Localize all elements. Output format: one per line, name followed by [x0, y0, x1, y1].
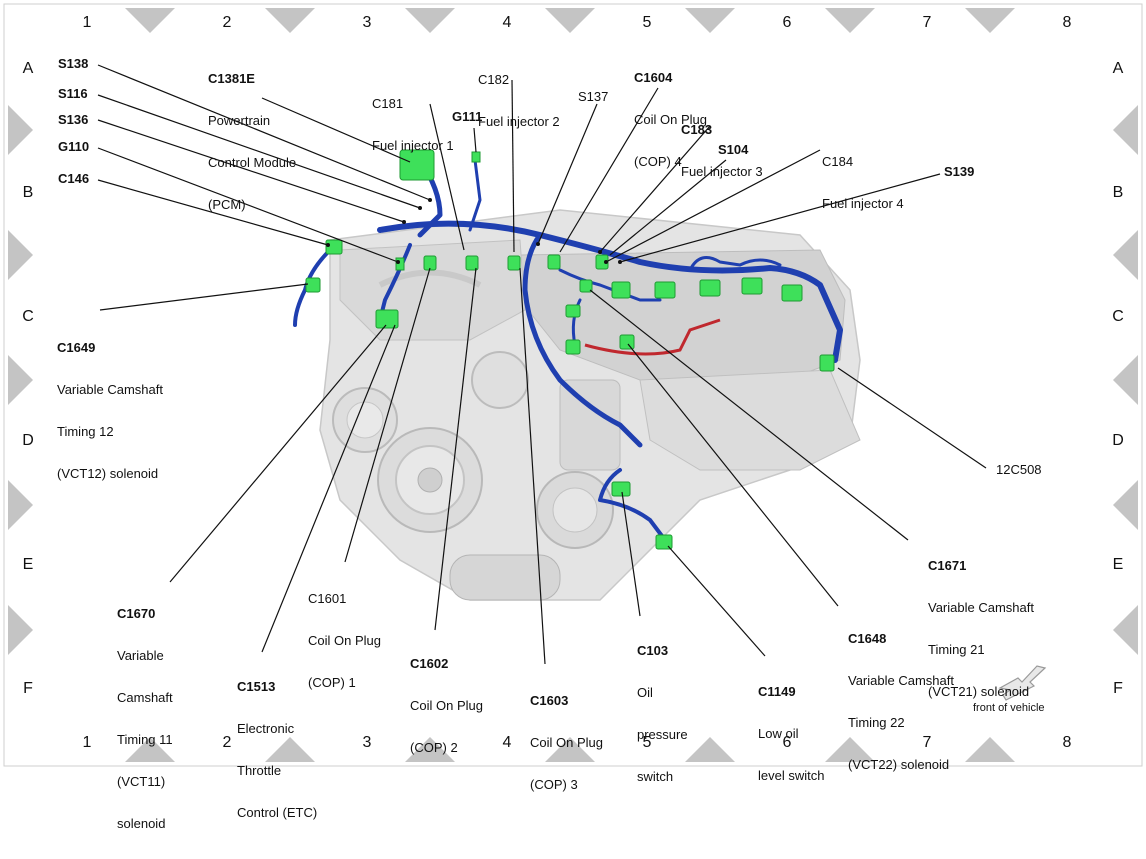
label-s104: S104: [718, 142, 749, 157]
column-label-top: 7: [922, 14, 932, 31]
label-c1513: C1513 Electronic Throttle Control (ETC): [237, 679, 318, 820]
label-c1601: C1601 Coil On Plug (COP) 1: [308, 591, 381, 690]
column-label-bottom: 2: [222, 734, 232, 751]
column-label-top: 3: [362, 14, 372, 31]
label-12c508: 12C508: [996, 462, 1042, 477]
leader-lines: [97, 64, 987, 665]
row-label-left: C: [22, 308, 34, 325]
right-grid-markers: [1113, 105, 1138, 655]
column-label-bottom: 6: [782, 734, 792, 751]
label-g110: G110: [58, 139, 90, 154]
column-label-top: 2: [222, 14, 232, 31]
label-c182: C182 Fuel injector 2: [478, 72, 560, 129]
column-label-top: 1: [82, 14, 92, 31]
label-c1671: C1671 Variable Camshaft Timing 21 (VCT21…: [928, 558, 1034, 699]
label-c1149: C1149 Low oil level switch: [758, 684, 825, 783]
label-s139: S139: [944, 164, 975, 179]
top-grid-markers: [125, 8, 1015, 33]
label-c146: C146: [58, 171, 90, 186]
column-label-bottom: 1: [82, 734, 92, 751]
column-label-bottom: 3: [362, 734, 372, 751]
label-c184: C184 Fuel injector 4: [822, 154, 904, 211]
row-label-left: F: [23, 680, 33, 697]
label-s138: S138: [58, 56, 89, 71]
wiring-diagram: 1 2 3 4 5 6 7 8 1 2 3 4 5 6 7 8 A B C D …: [3, 3, 1143, 831]
label-c1603: C1603 Coil On Plug (COP) 3: [530, 693, 603, 792]
label-g111: G111: [452, 109, 483, 124]
row-label-right: B: [1112, 184, 1124, 201]
column-label-bottom: 8: [1062, 734, 1072, 751]
label-c181: C181 Fuel injector 1: [372, 96, 454, 153]
red-wire: [584, 318, 721, 356]
row-label-left: A: [22, 60, 34, 77]
row-label-left: E: [22, 556, 34, 573]
label-c1381e: C1381E Powertrain Control Module (PCM): [208, 71, 297, 212]
row-label-right: E: [1112, 556, 1124, 573]
column-label-top: 8: [1062, 14, 1072, 31]
label-c183: C183 Fuel injector 3: [681, 122, 763, 179]
frame-border: [3, 3, 1143, 767]
column-label-bottom: 7: [922, 734, 932, 751]
column-label-top: 5: [642, 14, 652, 31]
column-label-bottom: 4: [502, 734, 512, 751]
label-s137: S137: [578, 89, 609, 104]
row-label-right: C: [1112, 308, 1124, 325]
label-s116: S116: [58, 86, 88, 101]
left-grid-markers: [8, 105, 33, 655]
label-c1604: C1604 Coil On Plug (COP) 4: [634, 70, 707, 169]
label-c1670: C1670 Variable Camshaft Timing 11 (VCT11…: [117, 606, 173, 831]
bottom-grid-markers: [125, 737, 1015, 762]
front-of-vehicle-arrow-icon: [998, 665, 1047, 701]
connectors: [305, 149, 835, 550]
label-c1602: C1602 Coil On Plug (COP) 2: [410, 656, 483, 755]
leader-dots: [326, 198, 622, 264]
column-label-bottom: 5: [642, 734, 652, 751]
label-c103: C103 Oil pressure switch: [637, 643, 688, 784]
row-label-left: D: [22, 432, 34, 449]
front-of-vehicle-label: front of vehicle: [973, 702, 1045, 714]
column-label-top: 4: [502, 14, 512, 31]
diagram-graphics: [3, 3, 1143, 767]
row-label-left: B: [22, 184, 34, 201]
pcm-connector: [399, 149, 435, 181]
label-c1648: C1648 Variable Camshaft Timing 22 (VCT22…: [848, 631, 954, 772]
row-label-right: D: [1112, 432, 1124, 449]
label-c1649: C1649 Variable Camshaft Timing 12 (VCT12…: [57, 340, 163, 481]
wire-harness: [293, 157, 843, 542]
row-label-right: A: [1112, 60, 1124, 77]
column-label-top: 6: [782, 14, 792, 31]
row-label-right: F: [1113, 680, 1123, 697]
label-s136: S136: [58, 112, 89, 127]
